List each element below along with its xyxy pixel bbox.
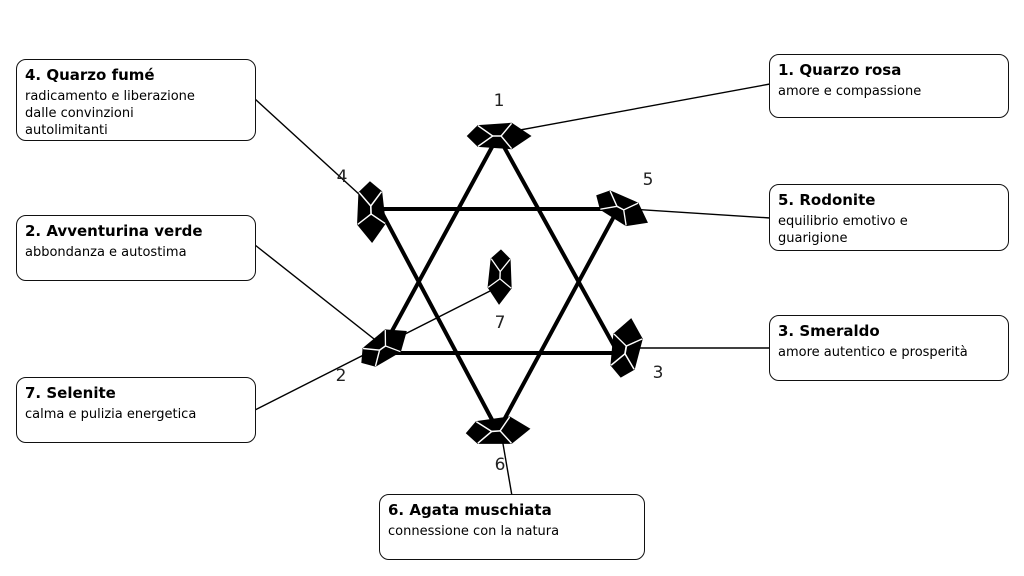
crystal-number-7: 7: [495, 313, 506, 333]
card-description: amore e compassione: [778, 84, 922, 99]
card-title: 4. Quarzo fumé: [25, 66, 155, 84]
crystal-icon: [486, 248, 514, 306]
crystal-icon: [466, 122, 532, 150]
leader-lines: [254, 83, 771, 497]
triangle-up: [376, 131, 622, 355]
crystal-icon: [464, 414, 532, 448]
card-description: connessione con la natura: [388, 524, 560, 539]
triangle-down: [376, 207, 622, 436]
card-quarzo-fume: 4. Quarzo fumé radicamento e liberazione…: [16, 59, 256, 141]
card-description: equilibrio emotivo e guarigione: [778, 214, 908, 246]
card-title: 3. Smeraldo: [778, 322, 880, 340]
leader-line-1: [519, 83, 771, 131]
card-description: amore autentico e prosperità: [778, 345, 968, 360]
card-title: 5. Rodonite: [778, 191, 876, 209]
crystal-icon: [355, 180, 387, 244]
crystal-icon: [605, 315, 647, 381]
card-agata-muschiata: 6. Agata muschiata connessione con la na…: [379, 494, 645, 560]
card-title: 6. Agata muschiata: [388, 501, 552, 519]
leader-line-4: [254, 98, 373, 207]
card-smeraldo: 3. Smeraldo amore autentico e prosperità: [769, 315, 1009, 381]
card-avventurina-verde: 2. Avventurina verde abbondanza e autost…: [16, 215, 256, 281]
crystal-number-2: 2: [336, 366, 347, 386]
hexagram: [376, 131, 622, 436]
card-title: 1. Quarzo rosa: [778, 61, 902, 79]
card-selenite: 7. Selenite calma e pulizia energetica: [16, 377, 256, 443]
card-rodonite: 5. Rodonite equilibrio emotivo e guarigi…: [769, 184, 1009, 251]
card-title: 7. Selenite: [25, 384, 116, 402]
card-title: 2. Avventurina verde: [25, 222, 203, 240]
card-quarzo-rosa: 1. Quarzo rosa amore e compassione: [769, 54, 1009, 118]
crystal-number-1: 1: [494, 91, 505, 111]
crystal-number-6: 6: [495, 455, 506, 475]
crystal-number-4: 4: [337, 167, 348, 187]
crystal-number-5: 5: [643, 170, 654, 190]
leader-line-5: [629, 208, 771, 219]
leader-line-6: [501, 437, 513, 497]
card-description: radicamento e liberazione dalle convinzi…: [25, 89, 195, 138]
card-description: abbondanza e autostima: [25, 245, 187, 260]
crystal-icon: [353, 319, 415, 375]
leader-line-2: [254, 244, 384, 347]
crystal-icon: [590, 183, 654, 235]
card-description: calma e pulizia energetica: [25, 407, 197, 422]
crystal-number-3: 3: [653, 363, 664, 383]
